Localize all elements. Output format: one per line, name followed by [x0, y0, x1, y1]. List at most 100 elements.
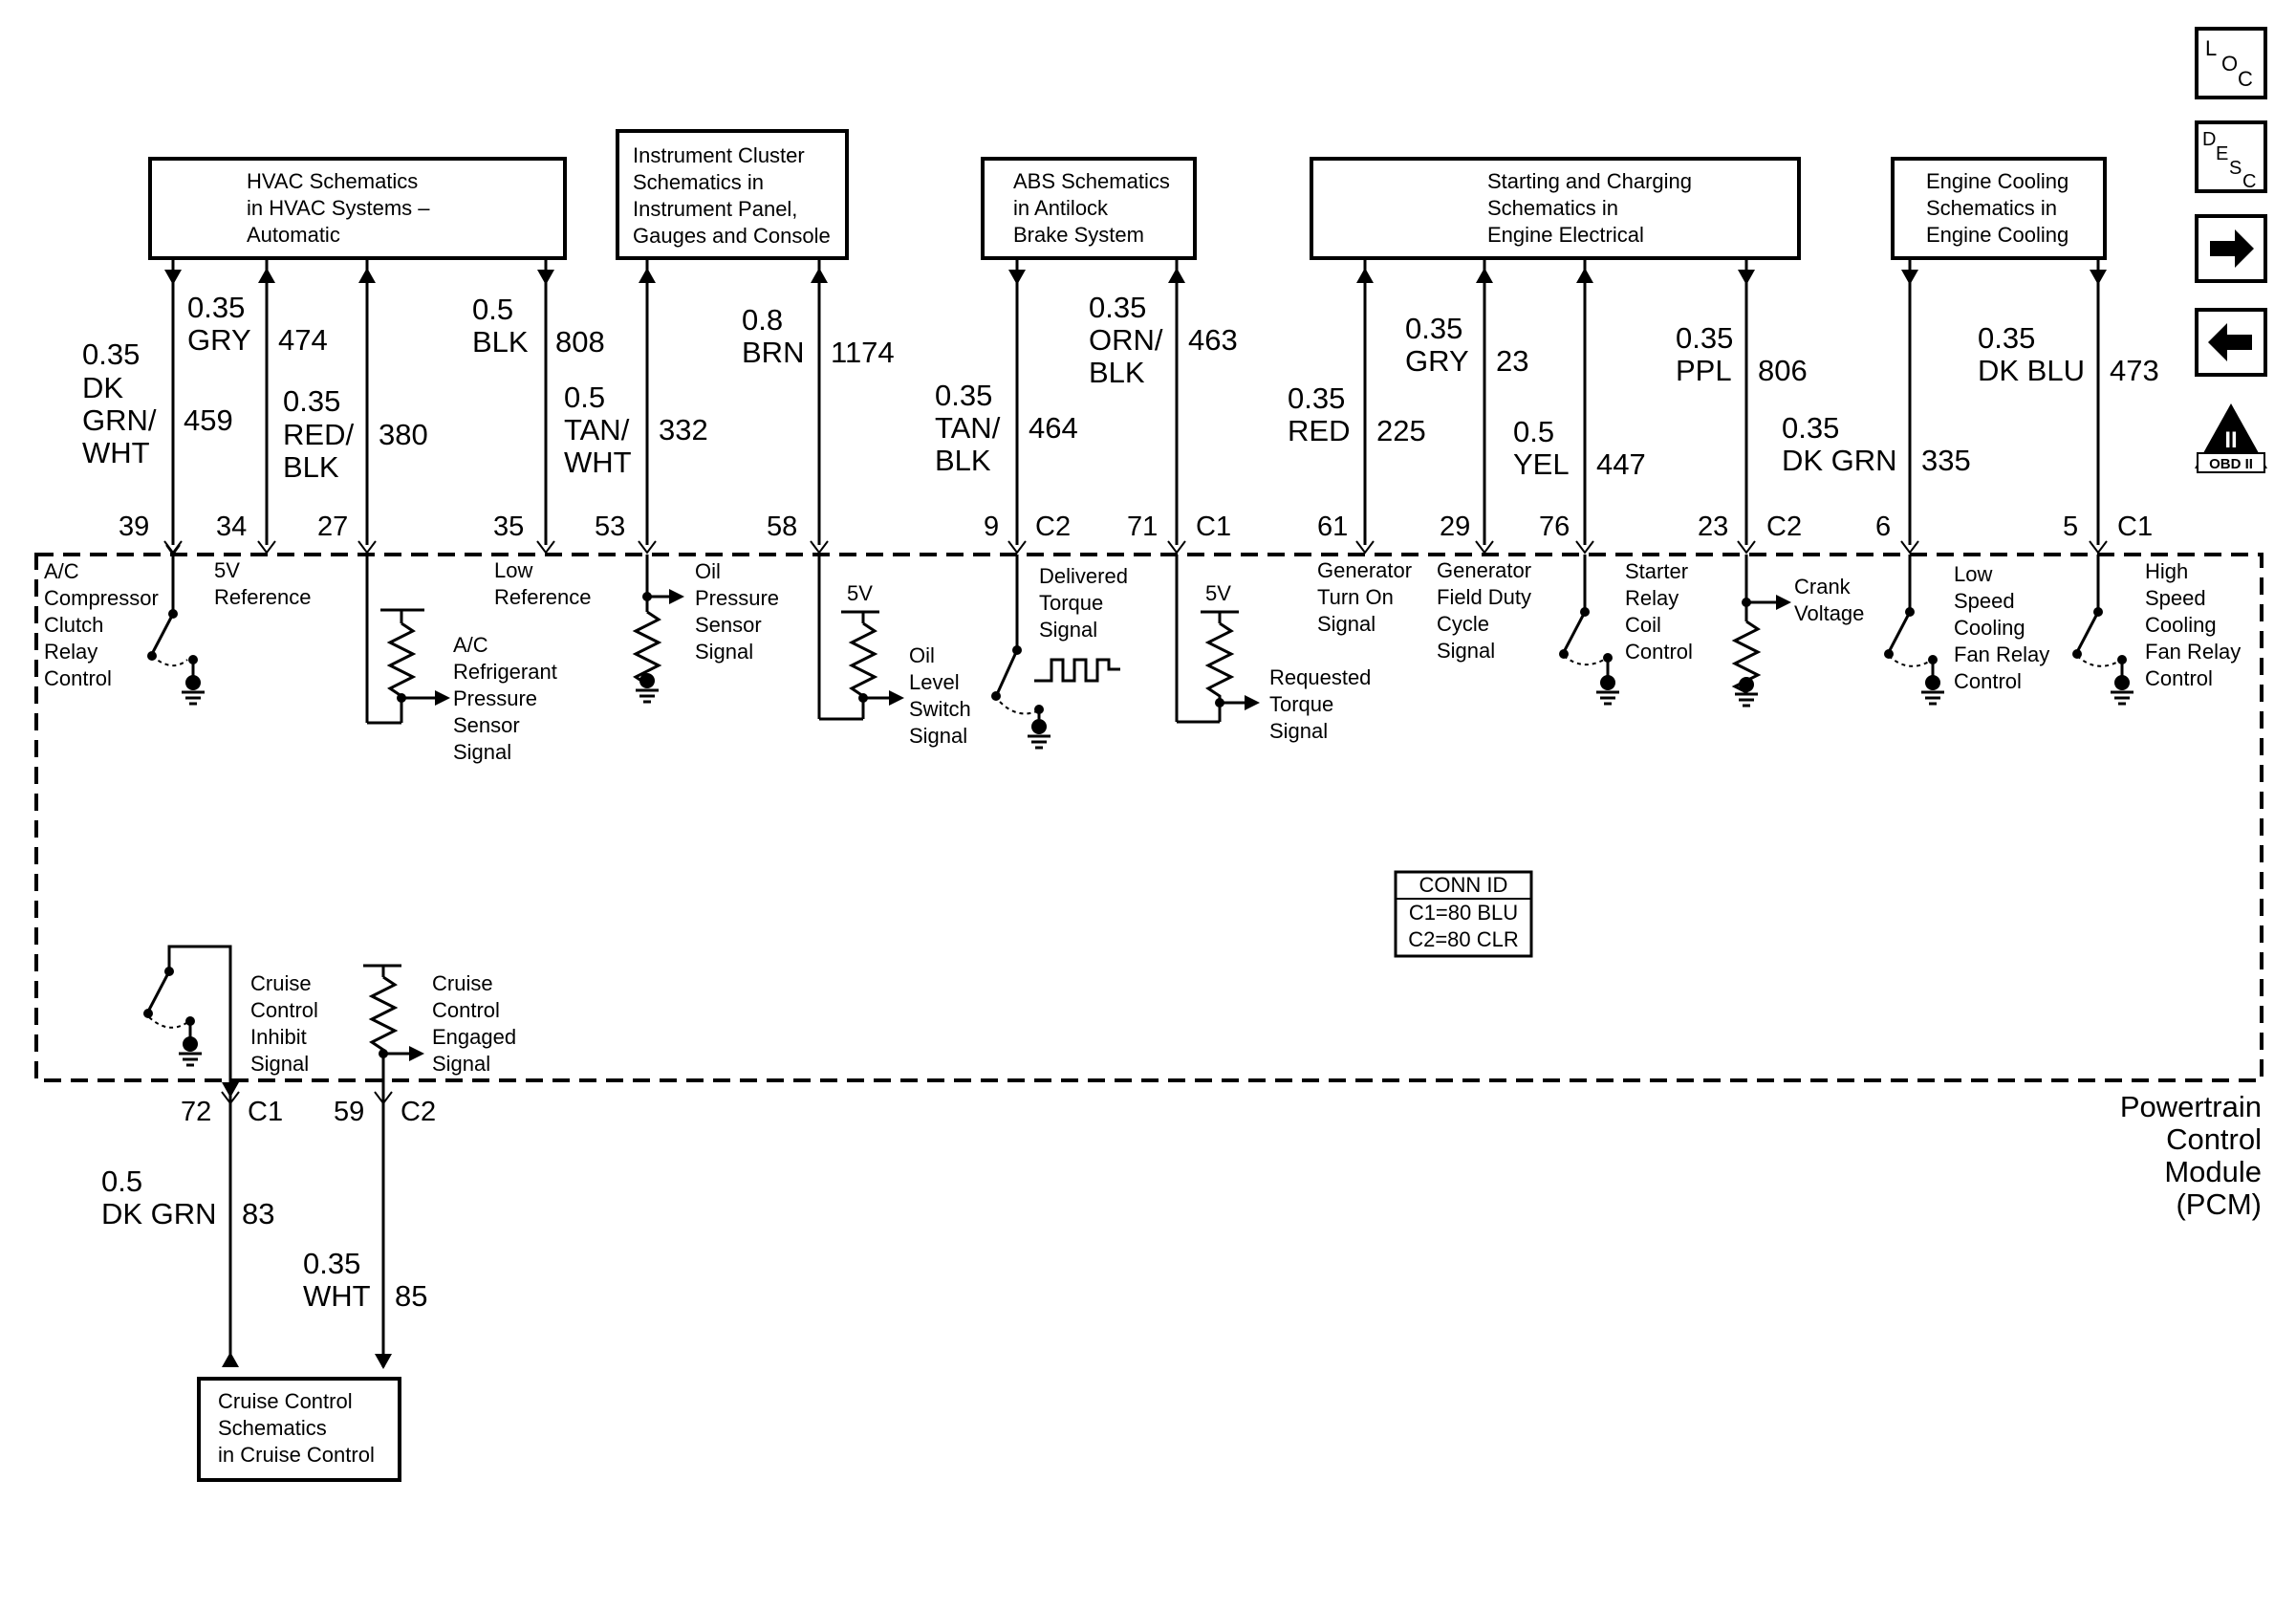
svg-text:Engine Cooling: Engine Cooling: [1926, 223, 2069, 247]
svg-text:DK GRN: DK GRN: [1782, 444, 1897, 477]
wire-83[interactable]: [221, 1080, 240, 1367]
wire-473[interactable]: [2090, 260, 2107, 545]
svg-text:Signal: Signal: [695, 640, 753, 664]
svg-text:806: 806: [1758, 354, 1808, 387]
box-line: Engine Electrical: [1487, 223, 1644, 247]
wire-335[interactable]: [1901, 260, 1918, 545]
oil-pressure-sensor: [632, 555, 684, 704]
wire-447[interactable]: [1576, 260, 1593, 545]
wire-474[interactable]: [258, 260, 275, 545]
wire-463[interactable]: [1168, 260, 1185, 545]
wire-806[interactable]: [1738, 260, 1755, 545]
svg-text:Engaged: Engaged: [432, 1025, 516, 1049]
generator-field-label: Generator Field Duty Cycle Signal: [1437, 558, 1531, 663]
svg-text:Instrument Cluster: Instrument Cluster: [633, 143, 805, 167]
svg-text:Relay: Relay: [44, 640, 97, 664]
abs-schematics-box[interactable]: ABS Schematics in Antilock Brake System: [981, 157, 1197, 260]
wire-label-474: 0.35 GRY 474: [187, 291, 328, 357]
svg-text:61: 61: [1317, 512, 1348, 542]
wire-464[interactable]: [1008, 260, 1026, 545]
svg-text:Voltage: Voltage: [1794, 601, 1864, 625]
box-line: Schematics in: [1487, 196, 1618, 220]
svg-text:Control: Control: [2145, 666, 2213, 690]
wire-85[interactable]: [374, 1080, 393, 1369]
obd-ii-icon[interactable]: II OBD II: [2195, 403, 2267, 473]
svg-text:GRN/: GRN/: [82, 403, 157, 437]
hvac-schematics-box[interactable]: HVAC Schematics in HVAC Systems – Automa…: [148, 157, 567, 260]
svg-text:Signal: Signal: [432, 1052, 490, 1076]
box-line: Schematics in: [1926, 196, 2057, 220]
svg-text:225: 225: [1376, 414, 1426, 447]
instrument-cluster-schematics-box[interactable]: Instrument Cluster Schematics in Instrum…: [616, 129, 849, 260]
svg-text:9: 9: [984, 512, 999, 542]
svg-text:in Antilock: in Antilock: [1013, 196, 1109, 220]
svg-text:Switch: Switch: [909, 697, 971, 721]
svg-text:BLK: BLK: [935, 444, 991, 477]
svg-text:Schematics in: Schematics in: [633, 170, 764, 194]
svg-text:473: 473: [2110, 354, 2159, 387]
wire-225[interactable]: [1356, 260, 1374, 545]
svg-text:Engine Electrical: Engine Electrical: [1487, 223, 1644, 247]
wire-1174[interactable]: [811, 260, 828, 545]
description-icon[interactable]: D E S C: [2195, 120, 2267, 193]
oil-level-label: Oil Level Switch Signal: [909, 643, 971, 748]
wire-808[interactable]: [537, 260, 554, 545]
box-line: HVAC Schematics: [247, 169, 418, 193]
svg-text:29: 29: [1440, 512, 1470, 542]
svg-text:WHT: WHT: [303, 1279, 371, 1313]
connector-c2-label: C2: [1766, 512, 1802, 542]
svg-text:Fan Relay: Fan Relay: [1954, 642, 2049, 666]
svg-text:35: 35: [493, 512, 524, 542]
wire-380[interactable]: [358, 260, 376, 545]
svg-text:Control: Control: [250, 998, 318, 1022]
svg-text:Sensor: Sensor: [453, 713, 520, 737]
low-speed-fan-switch: [1882, 555, 1946, 706]
svg-text:5: 5: [2063, 512, 2078, 542]
next-arrow-icon[interactable]: [2195, 214, 2267, 283]
svg-text:Compressor: Compressor: [44, 586, 159, 610]
pcm-boundary: [34, 553, 2264, 1082]
cruise-inhibit-switch: [141, 945, 232, 1080]
svg-text:A/C: A/C: [44, 559, 79, 583]
location-icon[interactable]: L O C: [2195, 27, 2267, 99]
oil-pressure-label: Oil Pressure Sensor Signal: [695, 559, 779, 664]
connector-c1-label: C1: [2117, 512, 2153, 542]
ac-clutch-switch: [145, 555, 206, 706]
high-speed-fan-switch: [2070, 555, 2135, 706]
svg-text:ABS Schematics: ABS Schematics: [1013, 169, 1170, 193]
svg-text:Crank: Crank: [1794, 575, 1852, 599]
svg-text:464: 464: [1029, 411, 1078, 445]
conn-id-box: CONN ID C1=80 BLU C2=80 CLR: [1394, 870, 1533, 958]
wire-332[interactable]: [639, 260, 656, 545]
wire-label-808: 0.5 BLK 808: [472, 293, 605, 359]
svg-text:474: 474: [278, 323, 328, 357]
svg-text:58: 58: [767, 512, 797, 542]
high-speed-fan-label: High Speed Cooling Fan Relay Control: [2145, 559, 2241, 690]
desc-letter: D: [2202, 129, 2216, 150]
requested-torque-5v-label: 5V: [1205, 581, 1231, 605]
loc-letter: C: [2238, 67, 2253, 91]
connector-c1-label: C1: [1196, 512, 1231, 542]
svg-text:Gauges and Console: Gauges and Console: [633, 224, 831, 248]
obd-label: OBD II: [2209, 456, 2253, 472]
svg-text:Speed: Speed: [1954, 589, 2015, 613]
wire-459[interactable]: [164, 260, 182, 556]
svg-text:0.35: 0.35: [187, 291, 245, 324]
svg-text:BLK: BLK: [1089, 356, 1145, 389]
svg-text:Signal: Signal: [1317, 612, 1375, 636]
loc-letter: O: [2221, 52, 2238, 76]
svg-text:GRY: GRY: [187, 323, 251, 357]
svg-text:53: 53: [595, 512, 625, 542]
svg-text:Starting and Charging: Starting and Charging: [1487, 169, 1692, 193]
starting-charging-schematics-box[interactable]: Starting and Charging Schematics in Engi…: [1310, 157, 1801, 260]
wire-23[interactable]: [1476, 260, 1493, 545]
previous-arrow-icon[interactable]: [2195, 308, 2267, 377]
svg-text:332: 332: [659, 413, 708, 446]
svg-text:Field Duty: Field Duty: [1437, 585, 1531, 609]
conn-id-line: C1=80 BLU: [1409, 901, 1518, 925]
cruise-control-schematics-box[interactable]: Cruise Control Schematics in Cruise Cont…: [197, 1377, 401, 1482]
engine-cooling-schematics-box[interactable]: Engine Cooling Schematics in Engine Cool…: [1891, 157, 2107, 260]
svg-text:Cycle: Cycle: [1437, 612, 1489, 636]
starter-relay-label: Starter Relay Coil Control: [1625, 559, 1693, 664]
connector-c2-label: C2: [1035, 512, 1071, 542]
